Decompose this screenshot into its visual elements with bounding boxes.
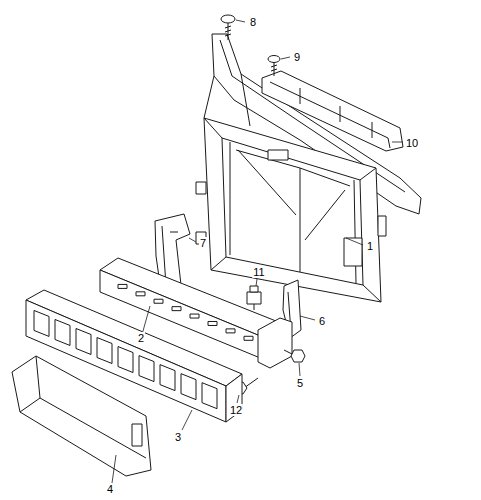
- callout-number: 7: [199, 237, 207, 249]
- bumper-beam: [154, 299, 163, 303]
- leader-line: [112, 455, 116, 483]
- screw: [268, 56, 280, 77]
- front-frame: [268, 150, 288, 160]
- front-frame: [222, 138, 363, 285]
- callout-number: 8: [249, 16, 257, 28]
- callout-number: 1: [366, 240, 374, 252]
- leader-line: [299, 363, 300, 376]
- bumper-beam: [208, 321, 217, 325]
- leader-line: [256, 279, 257, 286]
- bumper-beam: [244, 336, 253, 340]
- leader-line: [189, 238, 196, 242]
- upper-bracket: [262, 71, 403, 151]
- leader-line: [346, 238, 363, 245]
- screw: [271, 65, 277, 71]
- front-frame: [196, 34, 421, 302]
- energy-absorber: [160, 365, 175, 391]
- callout-number: 11: [252, 266, 265, 278]
- energy-absorber: [118, 347, 133, 373]
- energy-absorber: [202, 383, 217, 409]
- callout-number: 2: [137, 332, 145, 344]
- callout-number: 10: [405, 137, 419, 149]
- callout-number: 5: [296, 377, 304, 389]
- lower-cover: [12, 356, 151, 476]
- bumper-beam: [136, 292, 145, 296]
- upper-bracket: [262, 71, 403, 151]
- sensor: [247, 286, 261, 310]
- bumper-beam: [172, 307, 181, 311]
- leader-line: [112, 20, 403, 483]
- sensor: [250, 286, 258, 292]
- front-frame: [230, 142, 356, 283]
- front-frame: [378, 216, 386, 236]
- bolt: [291, 350, 305, 362]
- front-frame: [344, 238, 362, 266]
- lower-cover: [132, 424, 142, 446]
- callout-number: 9: [293, 51, 301, 63]
- leader-line: [300, 316, 315, 320]
- leader-line: [143, 306, 150, 331]
- screw: [221, 15, 235, 40]
- front-frame: [204, 118, 381, 302]
- bumper-beam: [258, 318, 292, 368]
- energy-absorber: [97, 338, 112, 364]
- screw: [221, 15, 235, 23]
- callout-number: 6: [318, 315, 326, 327]
- bumper-beam: [226, 329, 235, 333]
- bumper-beam: [118, 284, 127, 288]
- callout-number: 3: [174, 431, 182, 443]
- leader-line: [182, 410, 192, 430]
- front-frame: [196, 182, 206, 194]
- bolt: [284, 350, 305, 362]
- leader-line: [237, 395, 239, 403]
- lower-cover: [12, 356, 151, 476]
- front-frame: [204, 74, 250, 126]
- callout-number: 12: [229, 404, 243, 416]
- bumper-beam: [190, 314, 199, 318]
- front-frame: [238, 150, 345, 240]
- front-frame: [204, 118, 381, 302]
- leader-line: [281, 57, 290, 59]
- energy-absorber: [139, 356, 154, 382]
- screw: [225, 26, 231, 36]
- callout-number: 4: [106, 483, 114, 495]
- energy-absorber: [34, 310, 49, 336]
- front-frame: [236, 150, 350, 272]
- leader-line: [236, 20, 245, 22]
- energy-absorber: [55, 319, 70, 345]
- energy-absorber: [181, 374, 196, 400]
- sensor: [254, 304, 255, 310]
- screw: [274, 62, 275, 76]
- upper-bracket: [270, 82, 390, 148]
- screw: [268, 56, 280, 63]
- leader-line: [392, 142, 403, 143]
- energy-absorber: [76, 329, 91, 355]
- sensor: [247, 292, 261, 304]
- lower-cover: [20, 356, 146, 458]
